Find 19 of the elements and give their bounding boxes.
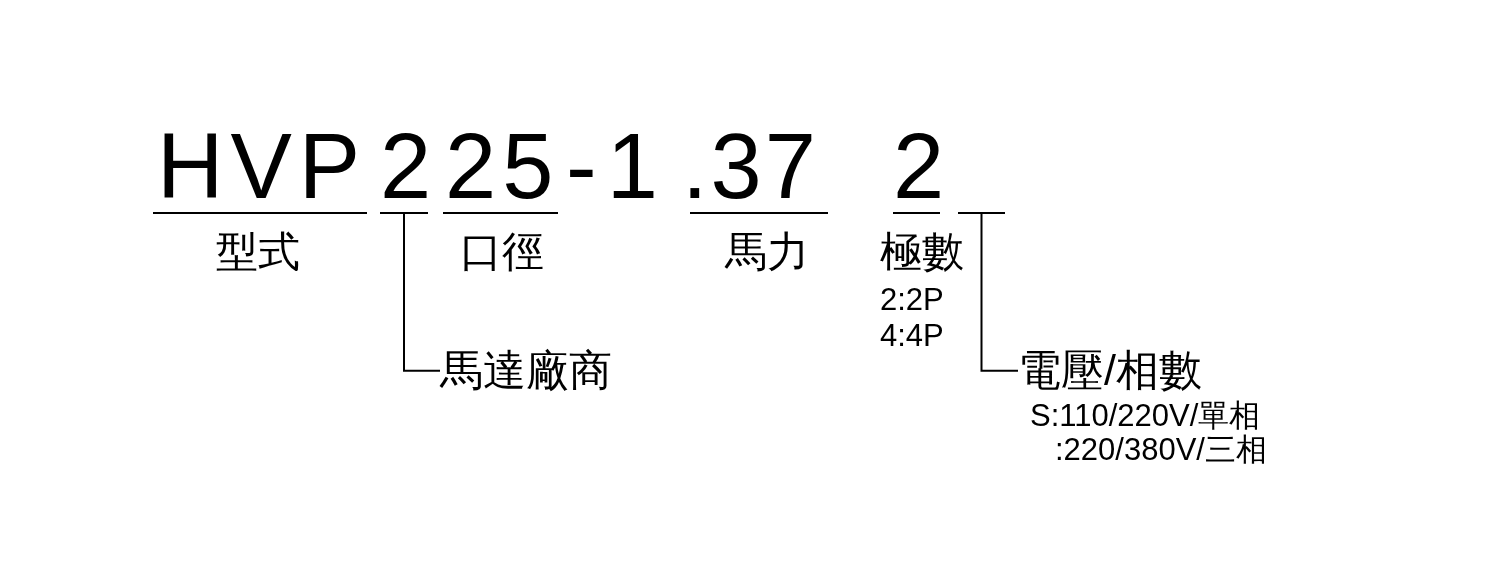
leader-line — [403, 213, 441, 372]
model-code-part: 2 — [380, 120, 428, 214]
option-text: 4:4P — [880, 318, 944, 354]
option-text: 2:2P — [880, 282, 944, 318]
code-text: -1 — [566, 120, 668, 212]
model-code-part: .37 — [690, 120, 828, 214]
code-description: 口徑 — [460, 228, 544, 277]
option-text: S:110/220V/單相 — [1030, 398, 1261, 434]
description-heading: 馬達廠商 — [440, 346, 612, 396]
model-code-part: 2 — [893, 120, 940, 214]
leader-line — [980, 213, 1019, 372]
option-text: :220/380V/三相 — [1055, 432, 1267, 468]
code-description: 型式 — [216, 228, 300, 277]
code-description: 馬力 — [725, 228, 809, 277]
code-description: 極數 — [880, 228, 964, 277]
description-heading: 電壓/相數 — [1018, 346, 1202, 396]
model-code-part: HVP — [153, 120, 367, 214]
model-code-part: 25 — [443, 120, 558, 214]
blank-underline — [958, 212, 1005, 214]
